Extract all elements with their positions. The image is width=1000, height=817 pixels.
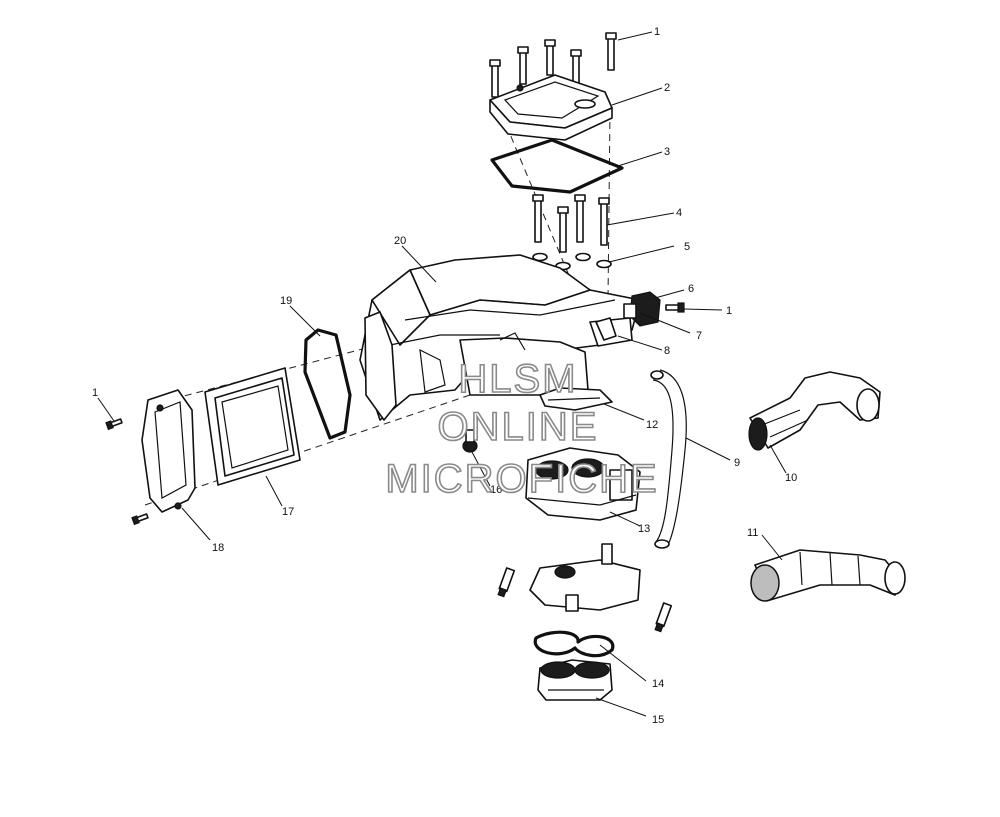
callout-13: 13	[638, 523, 650, 535]
breather-hose	[650, 369, 687, 549]
callout-5: 5	[684, 241, 690, 253]
callout-12: 12	[646, 419, 658, 431]
fuel-rail-assembly	[529, 543, 641, 612]
watermark-line-1: HLSM	[458, 357, 577, 401]
callout-10: 10	[785, 472, 797, 484]
callout-15: 15	[652, 714, 664, 726]
callout-14: 14	[652, 678, 664, 690]
long-bolts	[532, 194, 610, 253]
callout-1-sensor-bolt: 1	[726, 305, 732, 317]
watermark: HLSM ONLINE MICROFICHE	[385, 356, 658, 502]
callout-labels: 1 2 3 4 5 6 1 7 8 9 10 11 12 13 14 15 16…	[92, 26, 797, 726]
callout-3: 3	[664, 146, 670, 158]
leader-lines	[97, 31, 787, 717]
manifold-gasket	[533, 630, 615, 658]
airbox-top-cover	[489, 74, 613, 141]
hose-fitting	[595, 317, 617, 341]
callout-1-filter-bolt: 1	[92, 387, 98, 399]
intake-boots	[537, 659, 613, 701]
callout-7: 7	[696, 330, 702, 342]
filter-cover-bolts	[105, 418, 149, 526]
callout-4: 4	[676, 207, 682, 219]
filter-cover	[141, 389, 196, 513]
intake-duct-upper	[748, 371, 881, 451]
airbox-housing	[359, 254, 641, 421]
watermark-line-3: MICROFICHE	[385, 457, 658, 501]
watermark-line-2: ONLINE	[438, 405, 599, 449]
throttle-body	[525, 447, 641, 521]
callout-11: 11	[747, 527, 758, 539]
callout-16: 16	[490, 484, 502, 496]
grommet	[462, 429, 478, 453]
injectors	[497, 567, 673, 633]
sensor-bolt	[665, 302, 685, 313]
callout-19: 19	[280, 295, 292, 307]
callout-8: 8	[664, 345, 670, 357]
callout-6: 6	[688, 283, 694, 295]
boot-flange	[539, 387, 613, 411]
callout-20: 20	[394, 235, 406, 247]
air-filter	[204, 367, 301, 486]
callout-1: 1	[654, 26, 660, 38]
intake-duct-lower	[750, 549, 906, 602]
callout-9: 9	[734, 457, 740, 469]
filter-seal	[303, 328, 352, 440]
callout-17: 17	[282, 506, 294, 518]
callout-18: 18	[212, 542, 224, 554]
cover-gasket	[490, 138, 624, 194]
callout-2: 2	[664, 82, 670, 94]
